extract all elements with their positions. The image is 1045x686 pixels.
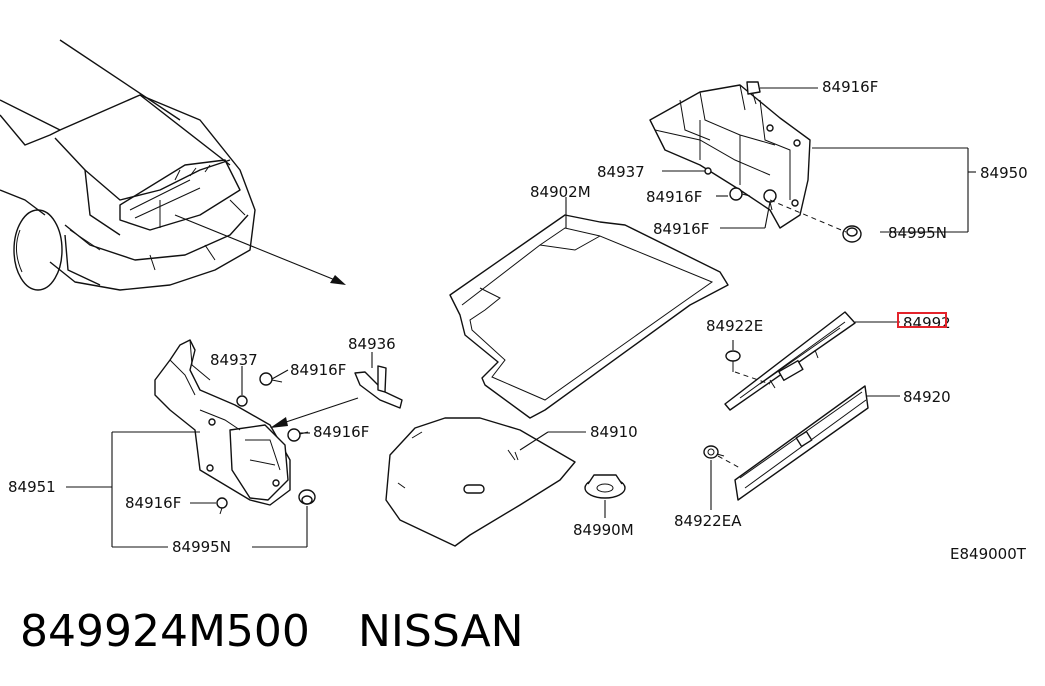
label-84920: 84920	[903, 388, 951, 406]
view-arrow-line	[174, 214, 341, 283]
label-84916F-left3: 84916F	[125, 494, 181, 512]
label-84951: 84951	[8, 478, 56, 496]
caption-part-number: 849924M500	[20, 606, 310, 657]
label-84916F-left1: 84916F	[290, 361, 346, 379]
label-84995N-left: 84995N	[172, 538, 231, 556]
screw-icon-84922EA	[703, 445, 725, 459]
label-84992: 84992	[903, 314, 951, 332]
label-84922EA: 84922EA	[674, 512, 742, 530]
label-84916F-top: 84916F	[822, 78, 878, 96]
spare-tire-spacer	[584, 474, 626, 499]
label-84902M: 84902M	[530, 183, 591, 201]
clip-icon-84916F-mid	[729, 187, 751, 201]
label-84916F-low: 84916F	[653, 220, 709, 238]
trunk-side-trim-right	[649, 84, 811, 229]
trunk-floor-board	[385, 417, 576, 547]
side-finisher-strip	[354, 365, 403, 409]
label-84916F-mid: 84916F	[646, 188, 702, 206]
grommet-icon-84995N-right	[842, 225, 862, 243]
clip-icon-84937-left	[236, 395, 248, 407]
label-84937-left: 84937	[210, 351, 258, 369]
screw-icon-84922E	[725, 350, 741, 372]
label-84992-highlight	[897, 312, 947, 328]
caption-brand: NISSAN	[358, 606, 524, 657]
label-84950: 84950	[980, 164, 1028, 182]
label-84916F-left2: 84916F	[313, 423, 369, 441]
grommet-icon-84995N-left	[298, 489, 316, 505]
trunk-sill-cover	[724, 311, 856, 411]
clip-icon-84916F-top	[746, 81, 761, 105]
trunk-floor-mat	[449, 214, 729, 419]
clip-icon-84916F-left3	[216, 497, 228, 515]
trunk-finisher-plate	[734, 385, 869, 501]
clip-icon-84937-top	[704, 167, 712, 175]
label-84936: 84936	[348, 335, 396, 353]
label-84995N-right: 84995N	[888, 224, 947, 242]
diagram-code: E849000T	[950, 545, 1027, 563]
car-rear-illustration	[0, 39, 256, 291]
label-84922E: 84922E	[706, 317, 763, 335]
label-84937-top: 84937	[597, 163, 645, 181]
view-arrow-head	[330, 275, 346, 285]
trunk-side-trim-left	[154, 339, 291, 506]
clip-icon-84916F-left2	[287, 428, 309, 442]
label-84990M: 84990M	[573, 521, 634, 539]
label-84910: 84910	[590, 423, 638, 441]
